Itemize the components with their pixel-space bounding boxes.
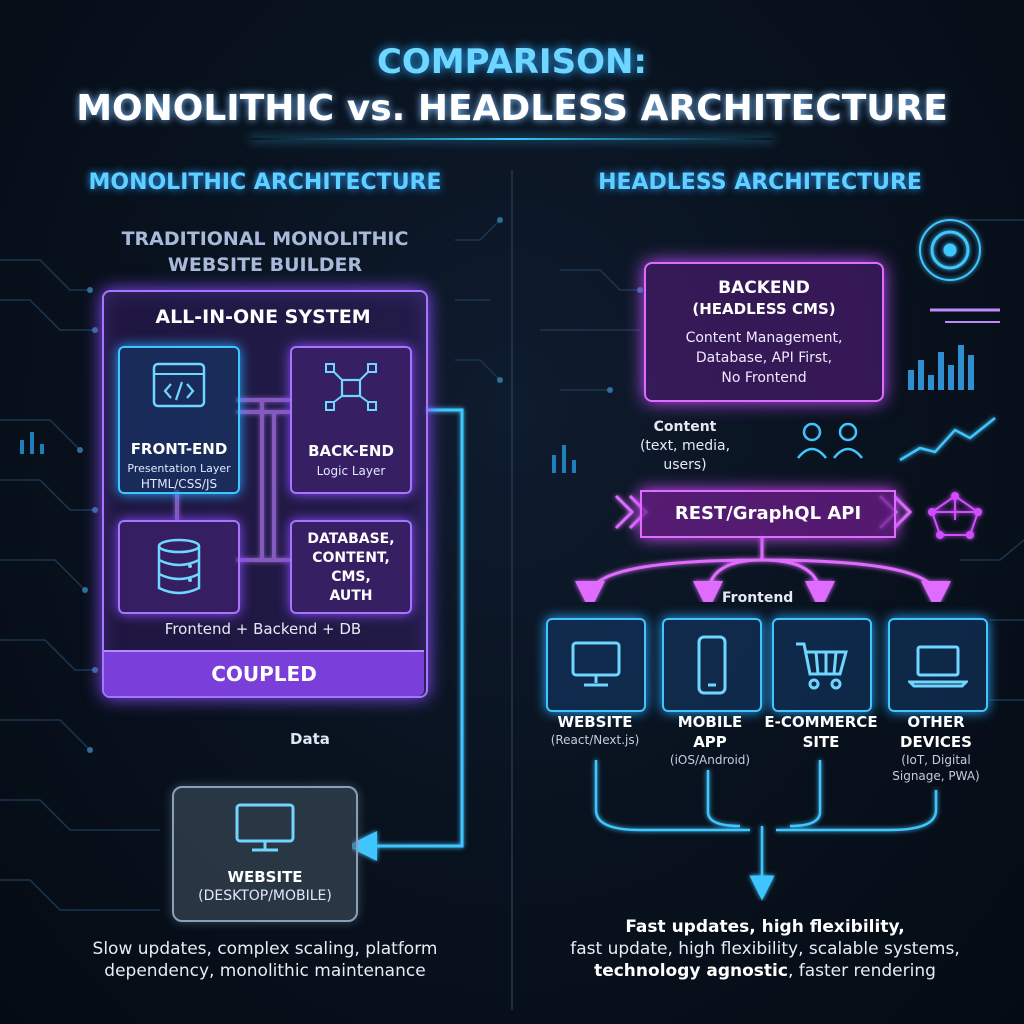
database-icon-card: [118, 520, 240, 614]
headless-heading: HEADLESS ARCHITECTURE: [598, 170, 922, 195]
frontend-label: Frontend: [722, 590, 794, 606]
backend-card: BACK-END Logic Layer: [290, 346, 412, 494]
database-label: DATABASE, CONTENT, CMS, AUTH: [292, 530, 410, 606]
device-label-mobile: MOBILE APP (iOS/Android): [650, 712, 770, 768]
frontend-arrows: [575, 536, 951, 611]
db-line3: CMS,: [331, 569, 371, 585]
content-line3: users): [663, 457, 707, 473]
backend-title: BACKEND: [718, 278, 810, 298]
backend-desc-line2: Database, API First,: [695, 350, 833, 366]
mono-summary-line1: Slow updates, complex scaling, platform: [92, 939, 438, 959]
website-sub: (DESKTOP/MOBILE): [198, 888, 332, 904]
headless-summary: Fast updates, high flexibility, fast upd…: [520, 916, 1010, 982]
network-nodes-icon: [325, 363, 377, 411]
data-label: Data: [290, 730, 330, 748]
frontend-line1: Presentation Layer: [127, 462, 231, 475]
bar-chart-icon: [908, 345, 974, 390]
device-title-2: DEVICES: [900, 733, 972, 751]
users-icon: [797, 422, 863, 459]
device-title-2: SITE: [802, 733, 840, 751]
summary-rest: , faster rendering: [787, 961, 936, 981]
device-card-mobile: [662, 618, 762, 712]
device-title: WEBSITE: [557, 713, 633, 731]
stack-label: Frontend + Backend + DB: [164, 620, 362, 638]
backend-line1: Logic Layer: [316, 464, 386, 478]
code-window-icon: [152, 362, 206, 408]
circuit-traces: [0, 219, 1024, 911]
device-label-other: OTHER DEVICES (IoT, Digital Signage, PWA…: [876, 712, 996, 784]
mono-summary-line2: dependency, monolithic maintenance: [104, 961, 426, 981]
feedback-arrow: [347, 408, 464, 861]
line-chart-icon: [899, 417, 996, 462]
database-text-card: DATABASE, CONTENT, CMS, AUTH: [290, 520, 412, 614]
device-card-other: [888, 618, 988, 712]
content-line1: Content: [653, 419, 717, 435]
device-sub: (React/Next.js): [550, 733, 640, 747]
graph-network-icon: [928, 492, 982, 539]
device-title-2: APP: [693, 733, 727, 751]
coupled-label: COUPLED: [104, 650, 424, 696]
circuit-nodes: [77, 217, 643, 753]
headless-summary-line2: fast update, high flexibility, scalable …: [570, 939, 960, 959]
device-title: MOBILE: [677, 713, 743, 731]
device-title: OTHER: [907, 713, 965, 731]
website-box: WEBSITE (DESKTOP/MOBILE): [172, 786, 358, 922]
content-line2: (text, media,: [639, 438, 731, 454]
backend-description: Content Management, Database, API First,…: [646, 328, 882, 388]
subheading-line2: WEBSITE BUILDER: [167, 254, 363, 276]
frontend-line2: HTML/CSS/JS: [140, 477, 218, 491]
radar-icon: [919, 219, 981, 281]
title-underline: [250, 138, 774, 140]
api-bar: REST/GraphQL API: [640, 490, 896, 538]
device-sub: (iOS/Android): [669, 753, 751, 767]
monolithic-subheading: TRADITIONAL MONOLITHIC WEBSITE BUILDER: [40, 226, 490, 278]
left-equalizer: [20, 432, 576, 473]
content-label: Content (text, media, users): [630, 418, 740, 475]
headless-summary-line3: technology agnostic, faster rendering: [520, 960, 1010, 982]
device-merge-lines: [594, 760, 938, 901]
laptop-icon: [908, 645, 968, 688]
backend-desc-line1: Content Management,: [685, 330, 843, 346]
db-line4: AUTH: [329, 588, 373, 604]
headless-summary-line1: Fast updates, high flexibility,: [625, 917, 905, 937]
device-sub-2: Signage, PWA): [892, 769, 980, 783]
device-label-website: WEBSITE (React/Next.js): [530, 712, 660, 748]
title-line2: MONOLITHIC vs. HEADLESS ARCHITECTURE: [76, 88, 948, 129]
db-line1: DATABASE,: [307, 531, 395, 547]
device-card-website: [546, 618, 646, 712]
database-icon: [157, 538, 201, 595]
device-card-ecommerce: [772, 618, 872, 712]
device-label-ecommerce: E-COMMERCE SITE: [756, 712, 886, 752]
device-title: E-COMMERCE: [764, 713, 878, 731]
title-line1: COMPARISON:: [376, 42, 648, 82]
backend-title: BACK-END: [308, 442, 394, 460]
headless-backend-box: BACKEND (HEADLESS CMS) Content Managemen…: [644, 262, 884, 402]
summary-emphasis: technology agnostic: [594, 961, 788, 981]
frontend-title: FRONT-END: [130, 440, 228, 458]
backend-subtitle: (HEADLESS CMS): [692, 300, 836, 318]
monolithic-heading: MONOLITHIC ARCHITECTURE: [88, 170, 442, 195]
phone-icon: [697, 635, 727, 695]
monolithic-summary: Slow updates, complex scaling, platform …: [20, 938, 510, 982]
mono-internal-links: [175, 398, 290, 562]
cart-icon: [796, 642, 848, 690]
monitor-icon: [235, 803, 295, 852]
device-sub: (IoT, Digital: [901, 753, 971, 767]
backend-desc-line3: No Frontend: [721, 370, 807, 386]
subheading-line1: TRADITIONAL MONOLITHIC: [121, 228, 409, 250]
website-title: WEBSITE: [227, 868, 303, 886]
system-title: ALL-IN-ONE SYSTEM: [155, 306, 371, 328]
monitor-icon: [571, 641, 621, 687]
db-line2: CONTENT,: [312, 550, 390, 566]
frontend-card: FRONT-END Presentation Layer HTML/CSS/JS: [118, 346, 240, 494]
